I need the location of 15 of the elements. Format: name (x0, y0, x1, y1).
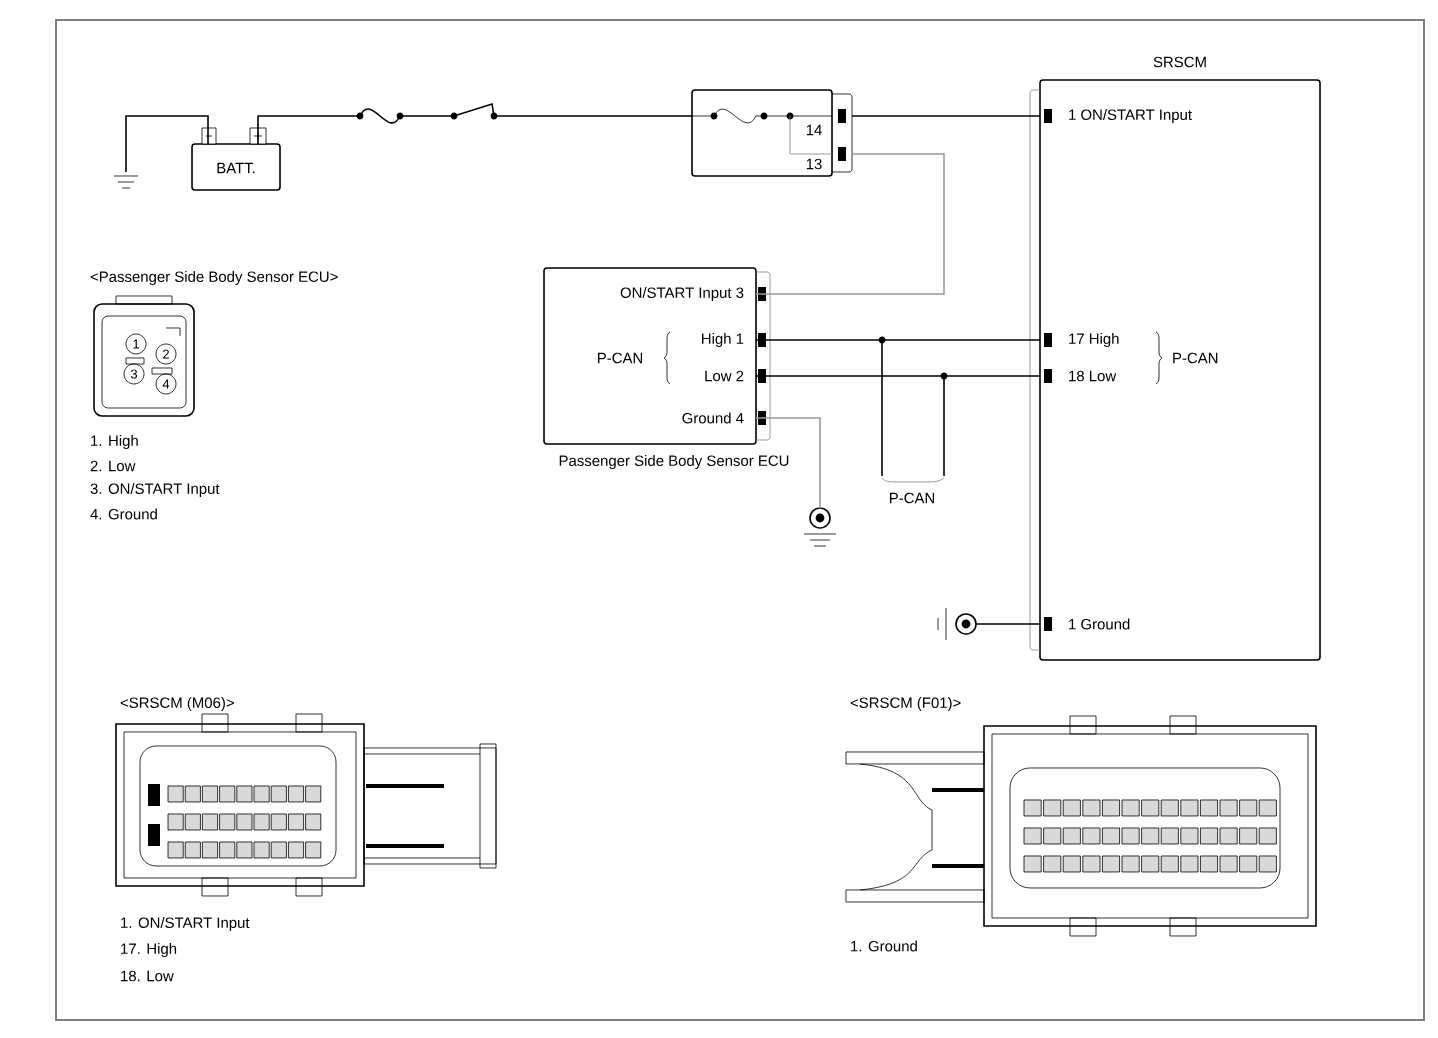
sensor-ecu-box (543, 267, 771, 445)
wire (755, 417, 821, 509)
junction-box (691, 89, 853, 177)
ground-symbol (113, 175, 139, 189)
wire (755, 375, 1041, 377)
wire (125, 115, 209, 173)
wire (975, 623, 1041, 625)
battery-box (191, 127, 281, 191)
wire (755, 153, 945, 295)
control-module-box (1029, 79, 1321, 661)
ground-symbol (937, 607, 977, 641)
ground-symbol (803, 507, 837, 547)
wire (755, 339, 1041, 341)
wire (257, 103, 693, 145)
wire (851, 115, 1041, 117)
